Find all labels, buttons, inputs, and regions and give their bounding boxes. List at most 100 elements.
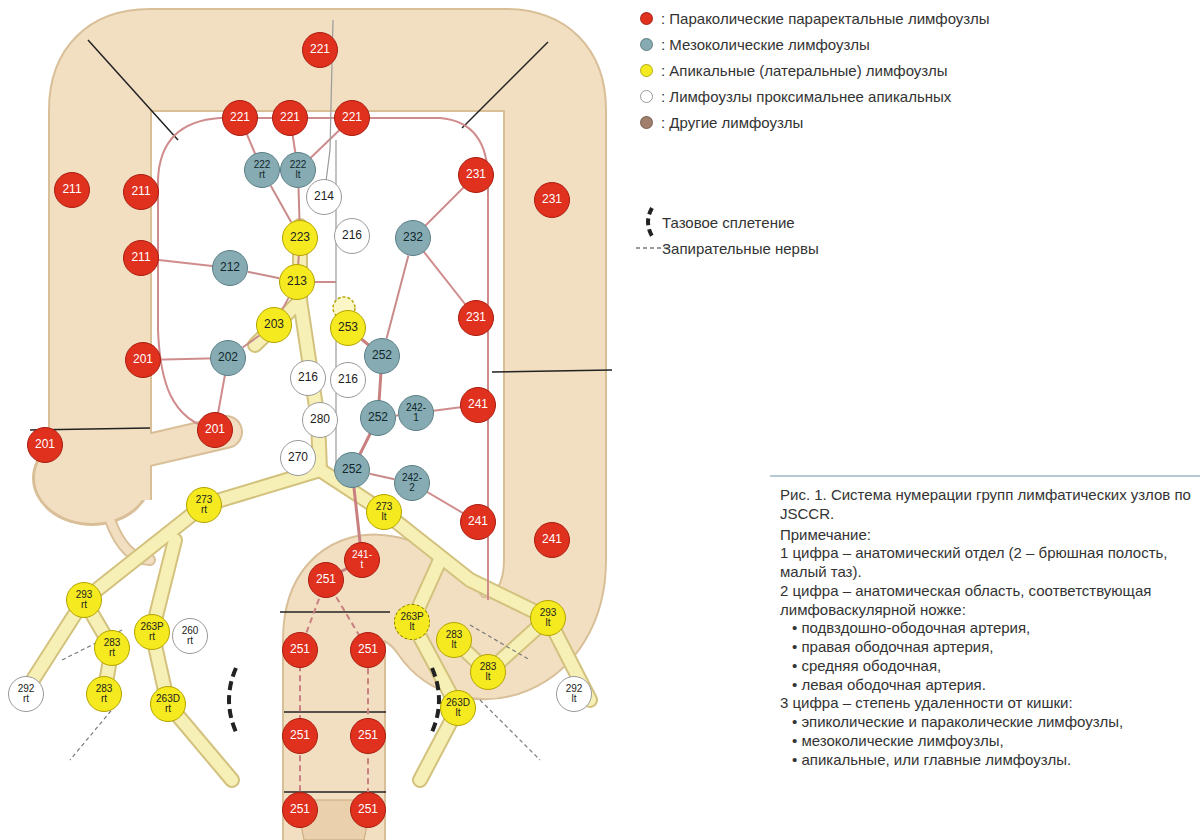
trunk-outline [152,540,232,780]
apical-node: 283 lt [470,654,506,690]
apical-node: 273 lt [366,494,402,530]
paracolic-node: 231 [458,300,494,336]
node-number: 251 [290,729,310,742]
note-line: 1 цифра – анатомический отдел (2 – брюшн… [780,544,1192,582]
proximal-node: 260 rt [172,618,208,654]
apical-node: 263P lt [394,604,430,640]
trunk [152,540,232,780]
node-number: 241 [542,533,562,546]
paracolic-node: 231 [534,182,570,218]
node-number: 251 [358,803,378,816]
node-number: 202 [218,351,238,364]
obturator-nerve [480,700,540,760]
proximal-node: 216 [330,362,366,398]
node-number: 211 [131,185,150,198]
paracolic-node: 211 [123,174,159,210]
pelvic-plexus-arc [229,668,236,732]
legend-row: Тазовое сплетение [662,212,795,232]
node-number: 201 [35,438,55,451]
mesocolic-node: 242-1 [398,395,434,431]
figure-caption: Рис. 1. Система нумерации групп лимфатич… [780,486,1192,524]
paracolic-node: 211 [54,172,90,208]
vessel-connector [282,298,288,309]
paracolic-node: 251 [282,792,318,828]
legend-swatch [640,64,653,77]
apical-node: 253 [330,310,366,346]
node-number: 241 [468,398,488,411]
node-number: 221 [342,111,362,124]
superior-rectal [326,580,368,810]
note-line: 2 цифра – анатомическая область, соответ… [780,582,1192,620]
node-number: 212 [220,261,240,274]
note-line: • мезоколические лимфоузлы, [780,732,1192,751]
node-number: 232 [403,231,423,244]
node-number: 241 [468,515,488,528]
trunk-outline [255,305,296,345]
node-number: 222 lt [290,160,307,180]
caption-rule [770,475,1200,477]
node-number: 283 lt [446,630,463,650]
pelvic-plexus-arc [432,668,439,732]
node-number: 214 [314,190,334,203]
node-number: 201 [133,353,153,366]
paracolic-node: 241 [460,387,496,423]
node-number: 201 [205,423,225,436]
note-line: • подвздошно-ободочная артерия, [780,619,1192,638]
node-number: 292 rt [18,684,35,704]
paracolic-node: 251 [350,718,386,754]
note-line: 3 цифра – степень удаленности от кишки: [780,694,1192,713]
paracolic-node: 201 [197,412,233,448]
pelvic-plexus-sample [648,208,652,236]
vessel-connector [370,474,395,479]
proximal-node: 216 [290,360,326,396]
node-number: 231 [466,168,486,181]
proximal-node: 292 lt [556,676,592,712]
node-number: 263D rt [156,694,180,714]
trunk [320,470,590,700]
node-number: 251 [290,643,310,656]
node-number: 280 [310,413,330,426]
node-number: 251 [290,803,310,816]
legend-swatch [640,38,653,51]
paracolic-node: 221 [222,100,258,136]
proximal-node: 292 rt [8,676,44,712]
node-number: 273 rt [196,495,213,515]
paracolic-node: 221 [302,32,338,68]
legend-row: Запирательные нервы [662,238,819,258]
legend-text: : Мезоколические лимфоузлы [661,36,870,53]
apical-node: 283 rt [86,676,122,712]
vessel-connector [298,188,301,220]
node-number: 263D lt [446,698,470,718]
node-number: 283 lt [480,662,497,682]
legend-swatch [640,116,653,129]
node-number: 216 [298,371,318,384]
division-lines [30,40,612,792]
note-line: • левая ободочная артерия. [780,676,1192,695]
node-number: 270 [288,451,308,464]
apical-node: 263P rt [134,614,170,650]
apical-node: 203 [256,307,292,343]
paracolic-node: 221 [272,100,308,136]
legend-text: : Апикальные (латеральные) лимфоузлы [661,62,948,79]
superior-rectal [300,580,326,810]
paracolic-node: 221 [334,100,370,136]
node-number: 293 rt [76,590,93,610]
paracolic-node: 251 [308,562,344,598]
division-line [284,711,386,713]
vessel-connector [271,186,291,223]
trunk-outline [320,470,590,700]
node-number: 221 [230,111,250,124]
node-number: 251 [316,573,336,586]
pelvic-plexus [229,668,439,732]
node-number: 252 [372,349,392,362]
legend-text: : Лимфоузлы проксимальнее апикальных [661,88,951,105]
colon-outline [100,60,555,840]
node-number: 263P lt [400,612,423,632]
node-number: 213 [287,275,307,288]
legend-row: : Апикальные (латеральные) лимфоузлы [640,60,948,80]
note-line: Примечание: [780,526,1192,545]
node-number: 223 [290,231,310,244]
mesocolic-node: 252 [364,338,400,374]
obturator-nerve [470,625,530,660]
note-line: • правая ободочная артерия, [780,638,1192,657]
